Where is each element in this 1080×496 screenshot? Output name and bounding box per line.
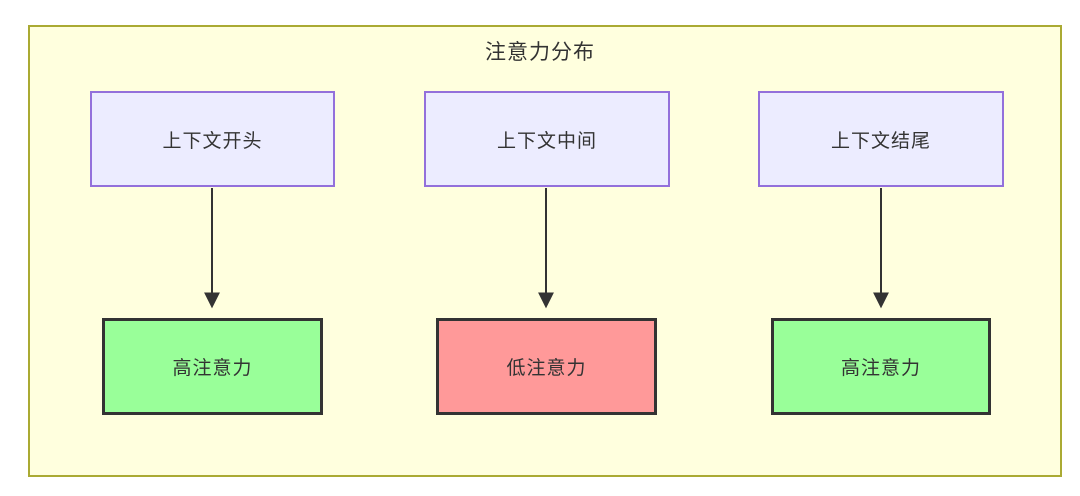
node-attention-start: 高注意力	[102, 318, 323, 415]
diagram-title: 注意力分布	[485, 41, 595, 64]
node-context-start-label: 上下文开头	[162, 130, 263, 152]
node-attention-start-label: 高注意力	[172, 358, 253, 379]
node-attention-middle-label: 低注意力	[506, 358, 587, 379]
node-context-end-label: 上下文结尾	[830, 130, 931, 152]
node-context-middle-label: 上下文中间	[496, 130, 597, 152]
node-context-start: 上下文开头	[90, 91, 335, 187]
node-context-middle: 上下文中间	[424, 91, 670, 187]
node-attention-middle: 低注意力	[436, 318, 657, 415]
node-attention-end-label: 高注意力	[840, 358, 921, 379]
node-context-end: 上下文结尾	[758, 91, 1004, 187]
node-attention-end: 高注意力	[771, 318, 991, 415]
